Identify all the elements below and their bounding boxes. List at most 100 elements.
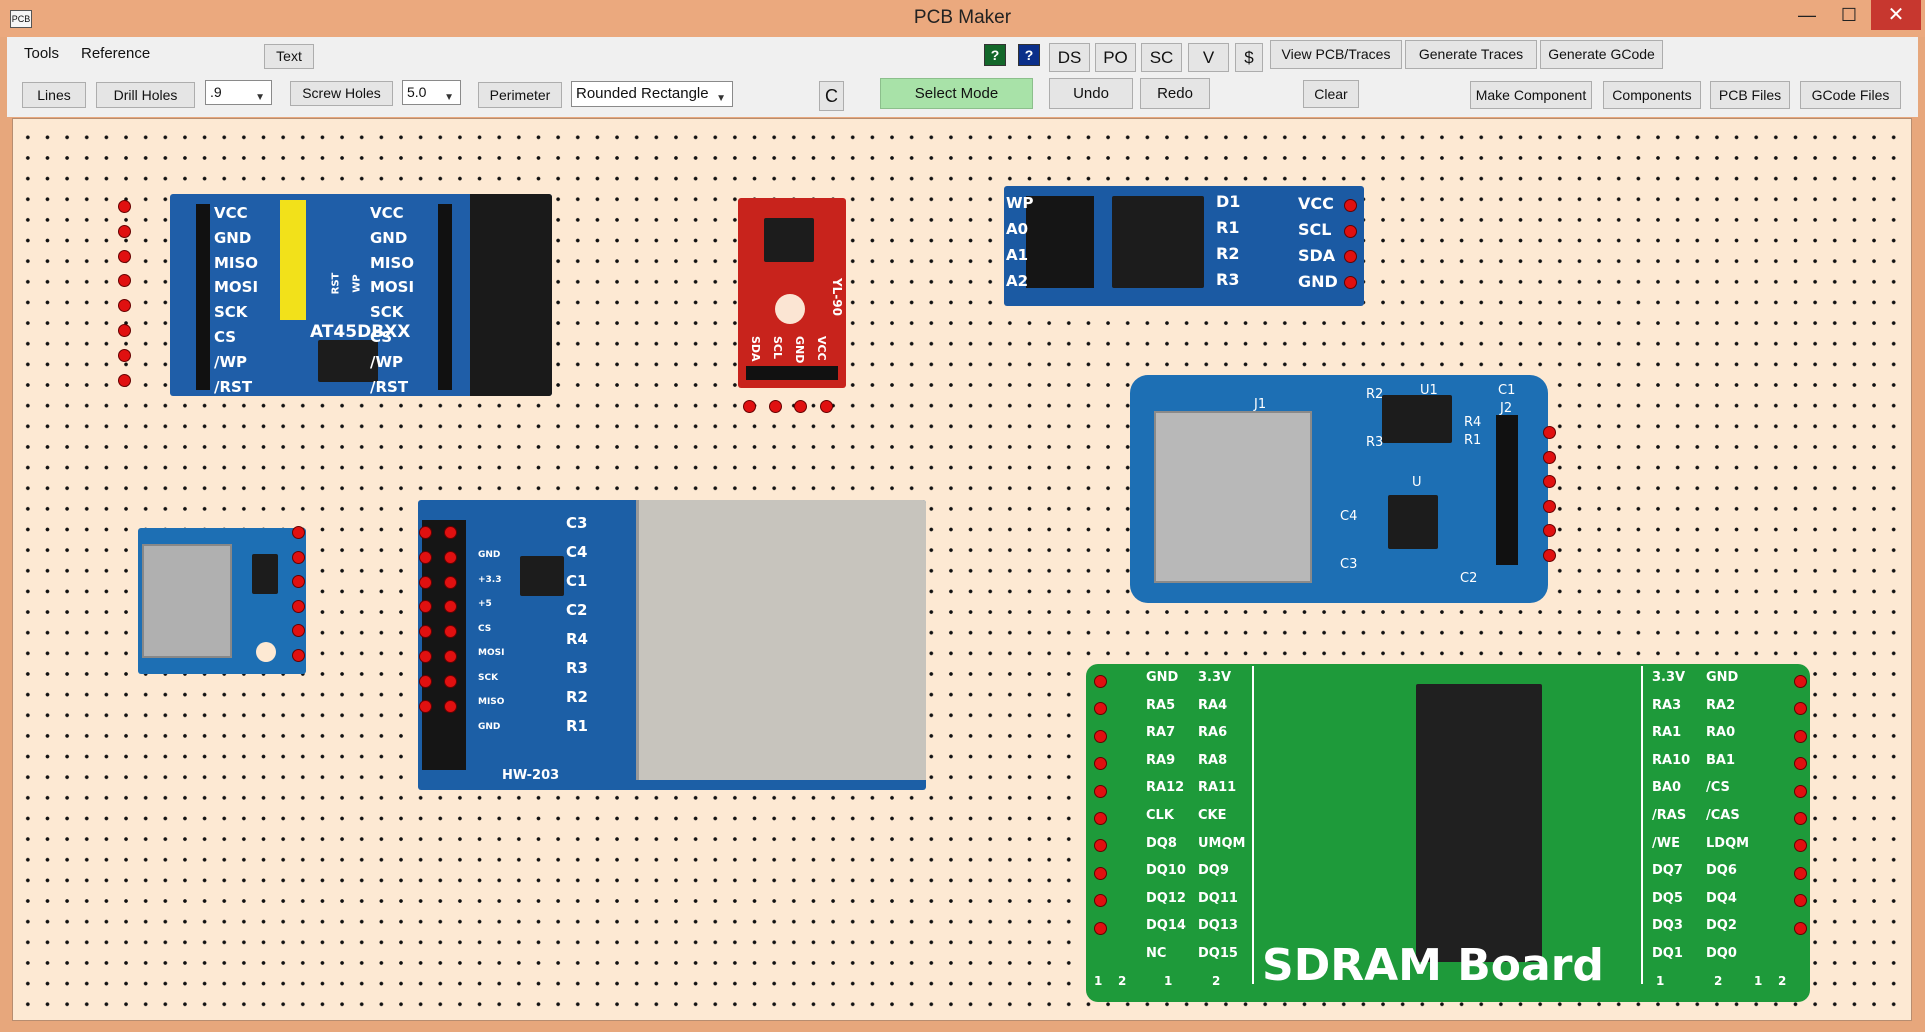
pin-marker[interactable] (292, 599, 305, 613)
pin-marker[interactable] (1344, 199, 1357, 212)
pin-marker[interactable] (1094, 784, 1107, 798)
pin-marker[interactable] (1794, 784, 1807, 798)
pin-marker[interactable] (1543, 549, 1556, 562)
pin-marker[interactable] (1094, 921, 1107, 935)
pin-marker[interactable] (743, 400, 756, 413)
po-button[interactable]: PO (1095, 43, 1136, 72)
pin-marker[interactable] (419, 699, 432, 713)
pin-marker[interactable] (118, 249, 131, 263)
pin-marker[interactable] (1094, 866, 1107, 880)
pin-marker[interactable] (118, 274, 131, 288)
pin-marker[interactable] (292, 624, 305, 638)
perimeter-shape-select[interactable]: Rounded Rectangle ▼ (571, 81, 733, 107)
pin-marker[interactable] (1094, 702, 1107, 716)
help-green-icon[interactable]: ? (984, 44, 1006, 66)
pin-marker[interactable] (1344, 276, 1357, 290)
screw-size-select[interactable]: 5.0 ▼ (402, 80, 461, 105)
pin-marker[interactable] (1543, 499, 1556, 513)
pin-marker[interactable] (1794, 921, 1807, 935)
sc-button[interactable]: SC (1141, 43, 1182, 72)
pin-marker[interactable] (1794, 675, 1807, 688)
pin-marker[interactable] (444, 699, 457, 713)
pin-marker[interactable] (1543, 524, 1556, 538)
component-small-sd-module[interactable] (138, 528, 306, 674)
pin-marker[interactable] (1543, 475, 1556, 489)
drill-size-select[interactable]: .9 ▼ (205, 80, 272, 105)
dollar-button[interactable]: $ (1235, 43, 1263, 72)
help-blue-icon[interactable]: ? (1018, 44, 1040, 66)
pin-marker[interactable] (444, 674, 457, 688)
ds-button[interactable]: DS (1049, 43, 1090, 72)
pin-marker[interactable] (1543, 426, 1556, 439)
pin-marker[interactable] (419, 650, 432, 663)
screw-holes-button[interactable]: Screw Holes (290, 81, 393, 106)
pin-marker[interactable] (1094, 812, 1107, 825)
pin-marker[interactable] (419, 674, 432, 688)
pin-marker[interactable] (292, 575, 305, 589)
close-button[interactable]: ✕ (1871, 0, 1921, 30)
pin-marker[interactable] (419, 625, 432, 639)
components-button[interactable]: Components (1603, 81, 1701, 109)
redo-button[interactable]: Redo (1140, 78, 1210, 109)
pin-marker[interactable] (1794, 729, 1807, 743)
pin-marker[interactable] (1344, 250, 1357, 264)
pin-marker[interactable] (292, 550, 305, 564)
generate-gcode-button[interactable]: Generate GCode (1540, 40, 1663, 69)
pin-marker[interactable] (419, 575, 432, 589)
pin-marker[interactable] (1794, 702, 1807, 716)
pin-marker[interactable] (118, 224, 131, 238)
pin-marker[interactable] (768, 400, 782, 413)
pin-marker[interactable] (444, 625, 457, 639)
gcode-files-button[interactable]: GCode Files (1800, 81, 1901, 109)
undo-button[interactable]: Undo (1049, 78, 1133, 109)
pin-marker[interactable] (1794, 894, 1807, 908)
v-button[interactable]: V (1188, 43, 1229, 72)
pin-marker[interactable] (419, 550, 432, 564)
view-pcb-traces-button[interactable]: View PCB/Traces (1270, 40, 1402, 69)
pin-marker[interactable] (419, 600, 432, 614)
text-button[interactable]: Text (264, 44, 314, 69)
pin-marker[interactable] (1344, 224, 1357, 238)
pin-marker[interactable] (292, 526, 305, 539)
c-button[interactable]: C (819, 81, 844, 111)
pin-marker[interactable] (444, 575, 457, 589)
menu-reference[interactable]: Reference (81, 45, 151, 62)
maximize-button[interactable]: ☐ (1840, 5, 1858, 25)
pin-marker[interactable] (118, 324, 131, 337)
drill-holes-button[interactable]: Drill Holes (96, 82, 195, 108)
pin-marker[interactable] (1543, 450, 1556, 464)
pin-marker[interactable] (1794, 812, 1807, 825)
pin-marker[interactable] (118, 348, 131, 362)
minimize-button[interactable]: — (1798, 5, 1816, 25)
pin-marker[interactable] (1094, 894, 1107, 908)
pin-marker[interactable] (118, 200, 131, 213)
pin-marker[interactable] (444, 650, 457, 663)
pin-marker[interactable] (794, 400, 807, 413)
make-component-button[interactable]: Make Component (1470, 81, 1592, 109)
pin-marker[interactable] (819, 400, 833, 413)
menu-tools[interactable]: Tools (24, 45, 60, 62)
pin-marker[interactable] (419, 526, 432, 539)
pin-marker[interactable] (1094, 729, 1107, 743)
pin-marker[interactable] (1794, 839, 1807, 853)
pcb-files-button[interactable]: PCB Files (1710, 81, 1790, 109)
perimeter-button[interactable]: Perimeter (478, 82, 562, 108)
select-mode-button[interactable]: Select Mode (880, 78, 1033, 109)
lines-button[interactable]: Lines (22, 82, 86, 108)
pin-marker[interactable] (292, 649, 305, 662)
pin-marker[interactable] (118, 373, 131, 387)
pin-marker[interactable] (444, 550, 457, 564)
pin-marker[interactable] (1094, 675, 1107, 688)
pin-marker[interactable] (444, 526, 457, 539)
pin-marker[interactable] (118, 299, 131, 313)
clear-button[interactable]: Clear (1303, 80, 1359, 108)
pin-marker[interactable] (444, 600, 457, 614)
pin-marker[interactable] (1794, 757, 1807, 771)
generate-traces-button[interactable]: Generate Traces (1405, 40, 1537, 69)
